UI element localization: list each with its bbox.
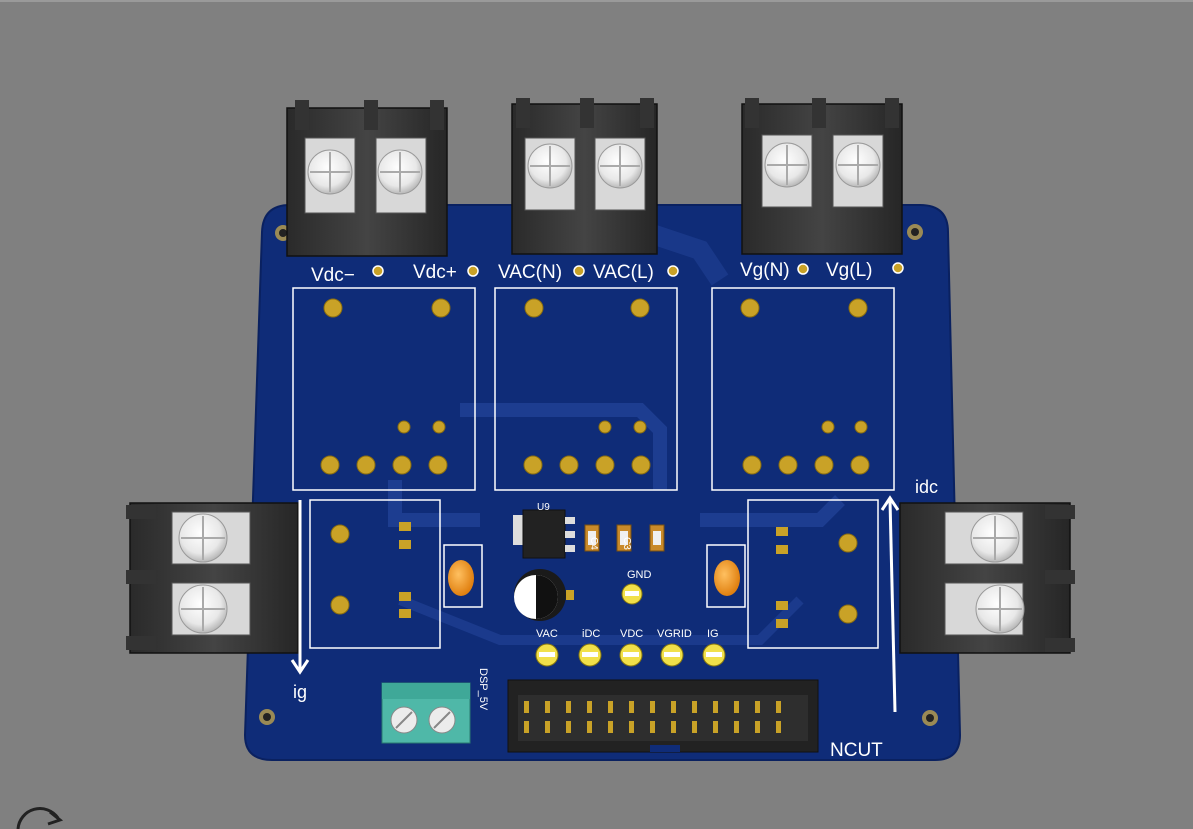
header-pin (587, 721, 592, 733)
terminal-block-vdc (286, 100, 448, 257)
terminal-block-idc (899, 502, 1075, 654)
dsp-5v-connector (381, 682, 471, 744)
header-pin (776, 701, 781, 713)
header-pin (629, 701, 634, 713)
label-vg-l: Vg(L) (826, 260, 872, 281)
header-pin (608, 721, 613, 733)
header-pin (545, 701, 550, 713)
header-pin (734, 701, 739, 713)
header-pin (650, 721, 655, 733)
terminal-block-vac (511, 98, 658, 255)
header-pin (566, 701, 571, 713)
smd-capacitors (584, 524, 665, 552)
test-points (535, 583, 726, 667)
label-u9: U9 (537, 502, 550, 513)
sensor-outlines (292, 287, 895, 649)
label-idc: idc (915, 477, 938, 497)
label-ig: ig (293, 682, 307, 702)
header-pin (650, 701, 655, 713)
header-pin (776, 721, 781, 733)
header-pin (734, 721, 739, 733)
label-idc-tp: iDC (582, 628, 600, 640)
terminal-block-vg (741, 98, 903, 255)
terminal-block-ig (126, 502, 299, 654)
label-dsp-5v: DSP_5V (477, 668, 489, 711)
header-pin (755, 701, 760, 713)
sensor-pads (320, 298, 870, 624)
regulator-u9 (513, 509, 575, 559)
label-c4: C4 (588, 537, 599, 550)
electrolytic-capacitor (514, 569, 574, 621)
label-ncut: NCUT (830, 740, 883, 761)
header-pin (713, 701, 718, 713)
current-arrows (290, 495, 900, 713)
label-ig-tp: IG (707, 628, 719, 640)
smd-pads (399, 522, 788, 628)
header-pin (692, 721, 697, 733)
header-pin (755, 721, 760, 733)
header-pin (545, 721, 550, 733)
header-pin (629, 721, 634, 733)
label-vac-n: VAC(N) (498, 262, 562, 283)
label-vdc-tp: VDC (620, 628, 643, 640)
header-pin (587, 701, 592, 713)
label-vac-l: VAC(L) (593, 262, 654, 283)
header-pin (713, 721, 718, 733)
label-vdc-minus: Vdc− (311, 265, 355, 286)
header-pin (524, 721, 529, 733)
label-vac-tp: VAC (536, 628, 558, 640)
label-gnd: GND (627, 569, 652, 581)
header-pin (566, 721, 571, 733)
ncut-header (507, 679, 819, 753)
label-vdc-plus: Vdc+ (413, 262, 457, 283)
header-pin (608, 701, 613, 713)
label-vgrid-tp: VGRID (657, 628, 692, 640)
label-c3: C3 (621, 537, 632, 550)
header-pin (671, 721, 676, 733)
ceramic-capacitors (448, 560, 740, 596)
header-pin (671, 701, 676, 713)
header-pin (692, 701, 697, 713)
header-pin (524, 701, 529, 713)
rotate-arrow-icon[interactable] (16, 807, 64, 829)
label-vg-n: Vg(N) (740, 260, 790, 281)
